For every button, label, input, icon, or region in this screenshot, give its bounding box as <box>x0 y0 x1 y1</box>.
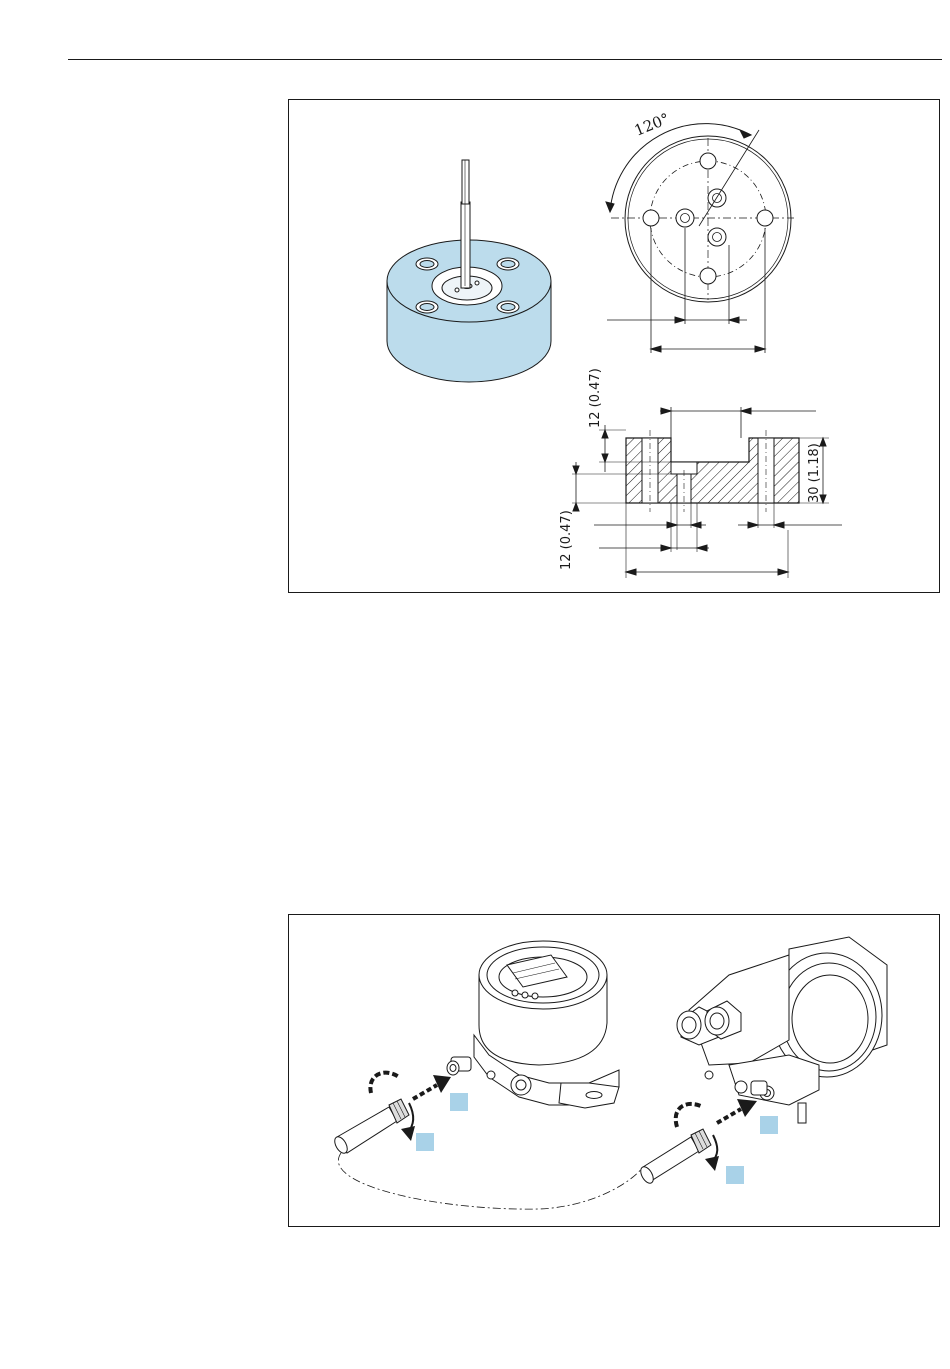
callout-square <box>416 1133 434 1151</box>
callout-square <box>726 1166 744 1184</box>
rotate-arrow-right-head <box>705 1156 719 1171</box>
cable-path <box>338 1153 643 1209</box>
callout-square <box>450 1093 468 1111</box>
dim-height: 30 (1.18) <box>807 443 822 503</box>
cable-connection-figure <box>288 914 940 1227</box>
sensor-3d-illustration <box>387 160 551 382</box>
right-housing-illustration <box>677 937 887 1123</box>
rotate-arrow-left <box>370 1073 399 1093</box>
rotate-arrow-right <box>676 1104 703 1127</box>
left-housing-illustration <box>447 941 619 1108</box>
push-arrow-left <box>413 1085 437 1099</box>
dim-top-recess: 12 (0.47) <box>588 368 603 428</box>
rotate-arrow-left-head <box>401 1126 415 1141</box>
dim-bottom-recess: 12 (0.47) <box>559 510 574 570</box>
flange-dimension-figure: 120° <box>288 99 940 593</box>
page-header-rule <box>68 59 942 60</box>
callout-square <box>760 1116 778 1134</box>
angle-label: 120° <box>632 109 672 139</box>
flange-section-view <box>572 407 842 578</box>
left-cable-plug <box>332 1099 409 1155</box>
flange-top-view <box>606 124 794 353</box>
push-arrow-right <box>717 1109 741 1123</box>
